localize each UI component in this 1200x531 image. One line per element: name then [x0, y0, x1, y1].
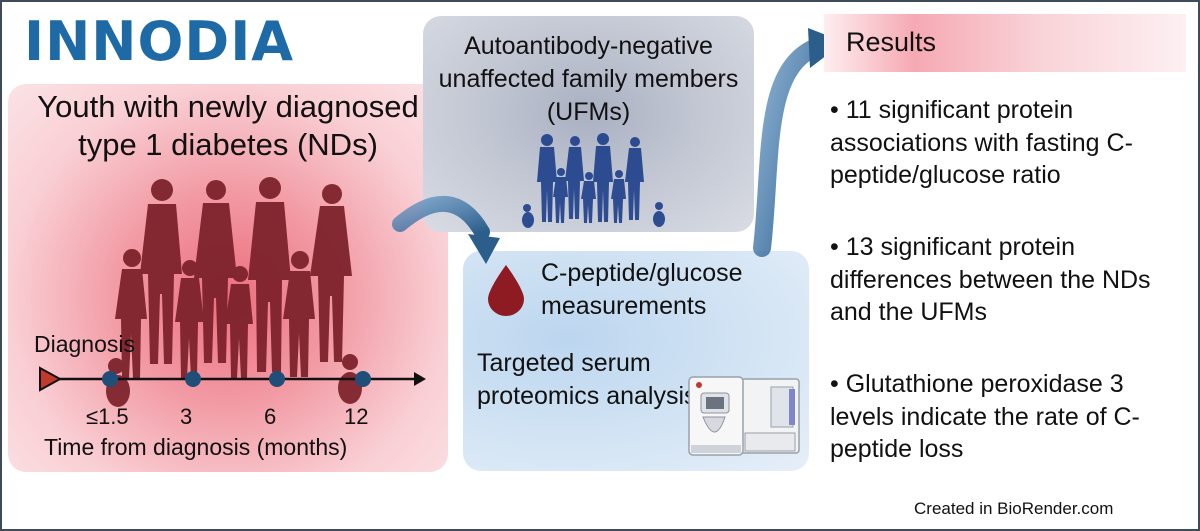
family-silhouette-icon [106, 177, 362, 407]
blood-drop-icon [488, 265, 524, 316]
result-bullet: • Glutathione peroxidase 3 levels indica… [830, 370, 1140, 463]
timepoint-dot [269, 371, 285, 387]
timepoint-dot [355, 371, 371, 387]
timepoint-label: 12 [344, 404, 369, 429]
timepoint-label: 6 [264, 404, 277, 429]
nd-panel-title: Youth with newly diagnosed type 1 diabet… [37, 89, 419, 162]
measurement-text: C-peptide/glucose measurements [541, 259, 743, 320]
nd-panel: Youth with newly diagnosed type 1 diabet… [8, 84, 448, 472]
proteomics-text: Targeted serum proteomics analysis [477, 349, 697, 410]
results-header: Results [824, 14, 1186, 72]
biorender-credit: Created in BioRender.com [914, 499, 1114, 518]
timeline-axis [39, 366, 426, 392]
timepoint-dot [102, 371, 118, 387]
result-bullet: • 13 significant protein differences bet… [830, 233, 1151, 326]
timepoint-dot [185, 371, 201, 387]
mass-spectrometer-icon [688, 376, 800, 456]
family-silhouette-icon [522, 133, 665, 228]
timepoint-label: 3 [180, 404, 193, 429]
measurement-panel: C-peptide/glucose measurements Targeted … [463, 251, 809, 471]
result-bullet: • 11 significant protein associations wi… [830, 96, 1133, 189]
axis-label: Time from diagnosis (months) [44, 434, 348, 460]
innodia-logo: INNODIA [24, 8, 324, 76]
ufm-panel: Autoantibody-negative unaffected family … [423, 16, 754, 232]
timeline-arrowhead [414, 372, 426, 386]
diagnosis-marker [39, 366, 63, 392]
ufm-panel-title: Autoantibody-negative unaffected family … [438, 32, 739, 126]
timepoint-label: ≤1.5 [86, 404, 129, 429]
diagnosis-label: Diagnosis [34, 331, 135, 357]
logo-text: INNODIA [24, 10, 295, 73]
results-title: Results [846, 27, 937, 57]
flow-arrow-to-results [753, 39, 823, 257]
